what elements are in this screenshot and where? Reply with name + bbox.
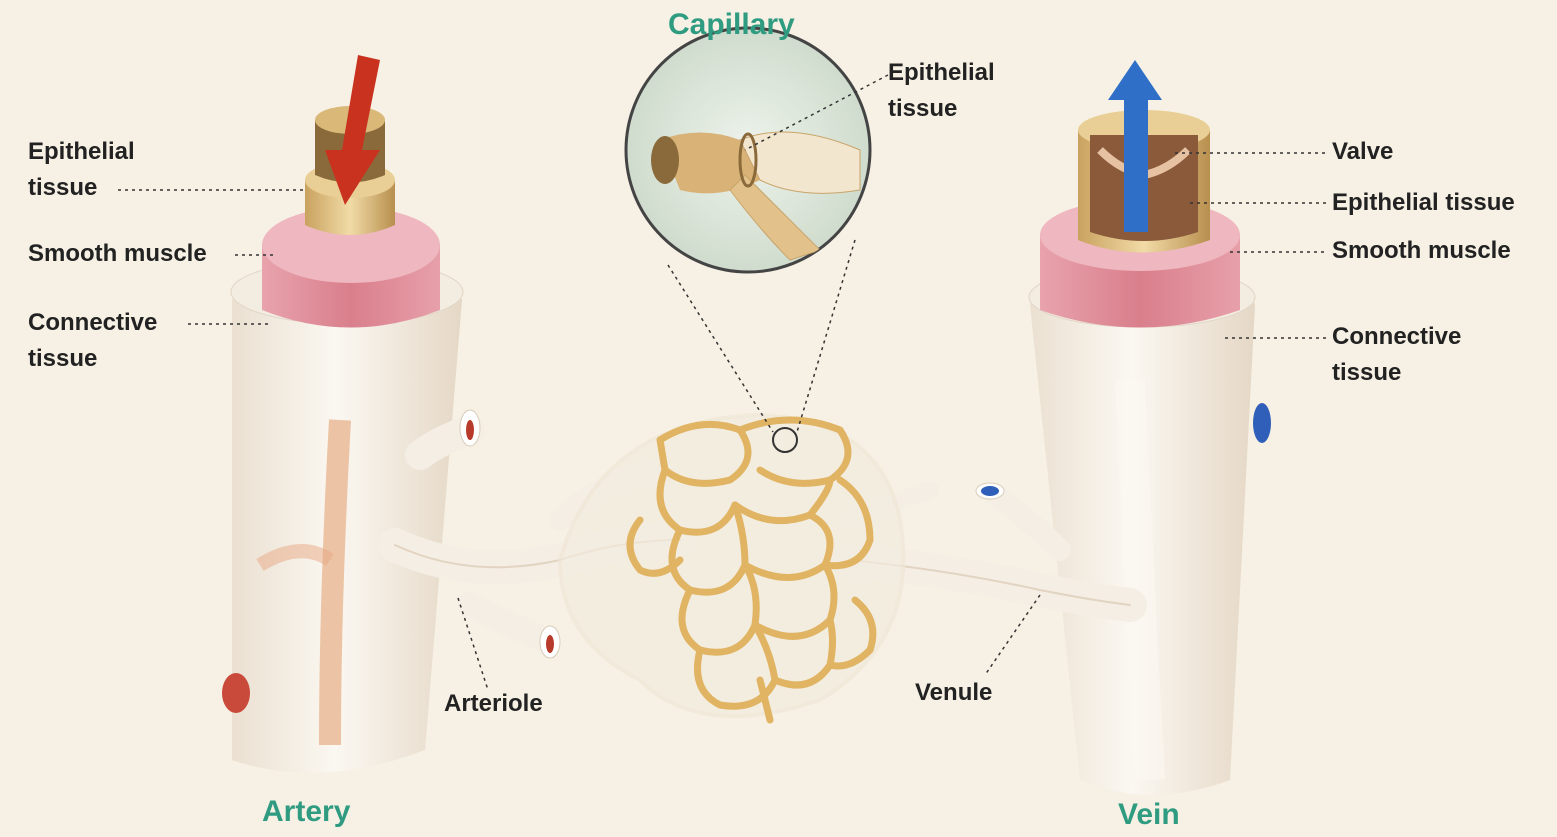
vein-title: Vein [1118,798,1180,832]
artery-smooth-muscle-label: Smooth muscle [28,236,207,272]
artery-epithelial-label: Epithelial tissue [28,134,128,206]
arteriole-label: Arteriole [444,686,543,722]
venule-label: Venule [915,675,992,711]
capillary-epithelial-label: Epithelial tissue [888,55,1028,127]
vein-smooth-muscle-label: Smooth muscle [1332,233,1511,269]
vein-connective-label: Connective tissue [1332,319,1492,391]
artery-vessel [222,55,463,773]
artery-connective-label: Connective tissue [28,305,188,377]
capillary-network [560,415,903,720]
capillary-title: Capillary [668,8,795,42]
capillary-magnifier [626,28,870,272]
vein-valve-label: Valve [1332,134,1393,170]
artery-title: Artery [262,795,350,829]
vein-epithelial-label: Epithelial tissue [1332,185,1515,221]
vein-vessel [1029,60,1271,795]
